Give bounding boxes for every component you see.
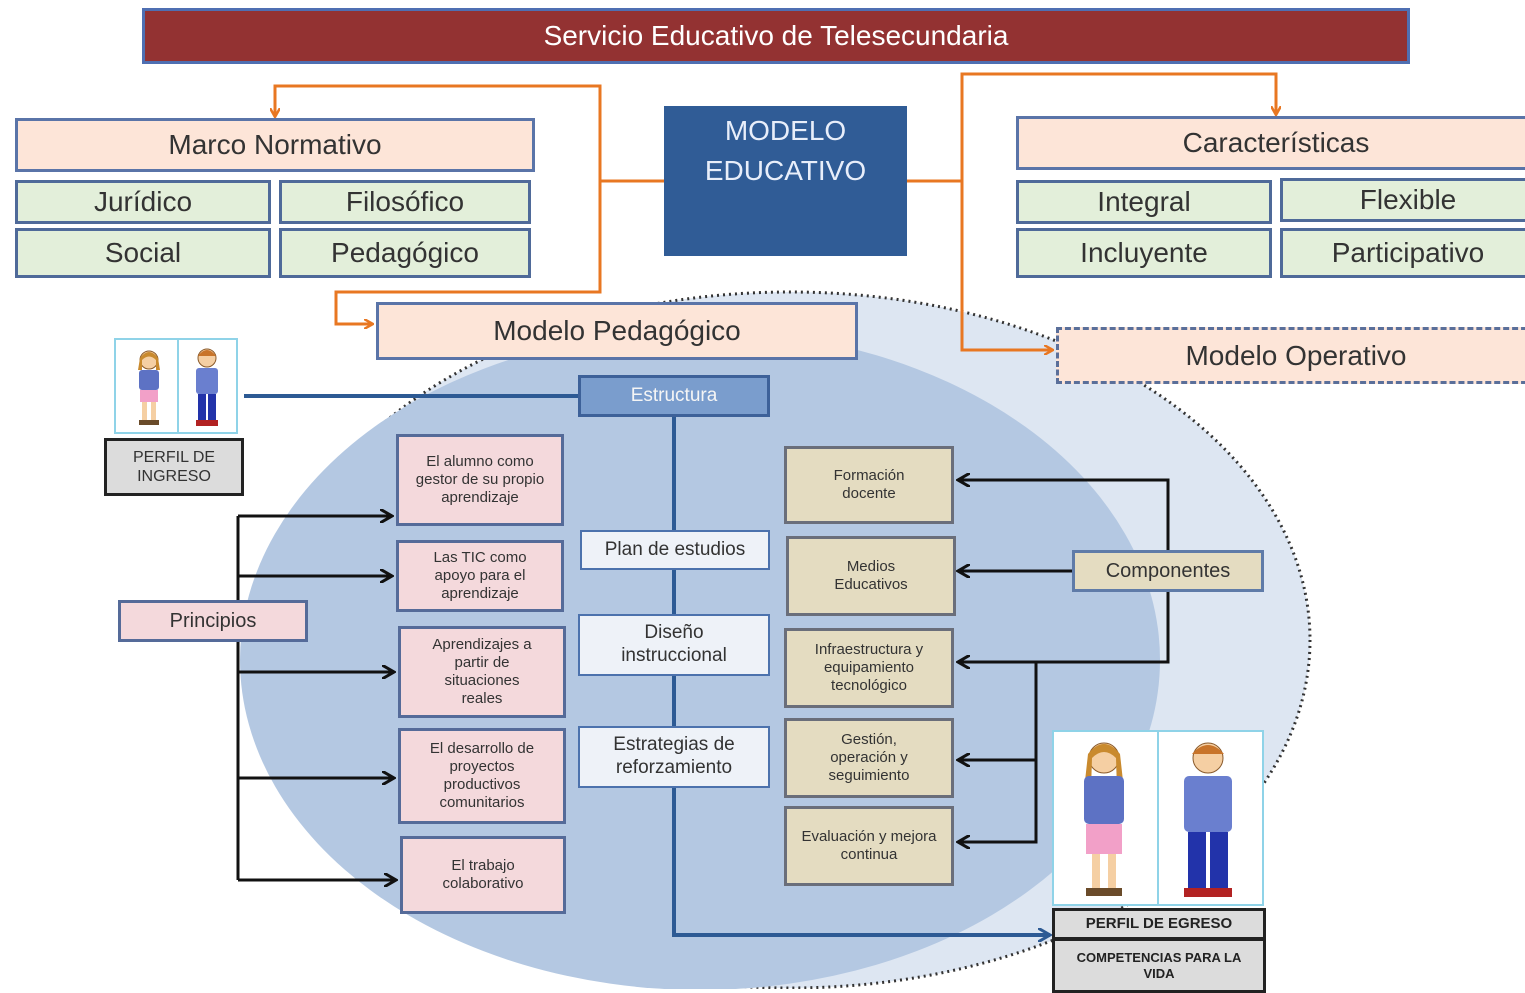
boy-figure-icon <box>196 348 218 426</box>
componente-item: Formación docente <box>784 446 954 524</box>
estructura-trunk <box>672 417 1050 935</box>
caracteristicas-header: Características <box>1016 116 1525 170</box>
modelo-educativo-line1: MODELO <box>724 115 847 146</box>
marco-item-social: Social <box>15 228 271 278</box>
girl-figure-icon <box>138 340 179 432</box>
componentes-box: Componentes <box>1072 550 1264 592</box>
marco-normativo-header: Marco Normativo <box>15 118 535 172</box>
connector-to-operativo <box>960 181 1052 350</box>
principio-item: El alumno como gestor de su propio apren… <box>396 434 564 526</box>
estructura-diseno-instruccional: Diseño instruccional <box>578 614 770 676</box>
connector-to-pedagogico <box>334 181 602 324</box>
componente-item: Medios Educativos <box>786 536 956 616</box>
caracteristica-incluyente: Incluyente <box>1016 228 1272 278</box>
estructura-box: Estructura <box>578 375 770 417</box>
componente-item: Evaluación y mejora continua <box>784 806 954 886</box>
modelo-educativo-line2: EDUCATIVO <box>704 154 867 186</box>
componente-item: Gestión, operación y seguimiento <box>784 718 954 798</box>
caracteristica-flexible: Flexible <box>1280 178 1525 222</box>
principio-item: El trabajo colaborativo <box>400 836 566 914</box>
perfil-egreso-figures <box>1052 730 1264 906</box>
estructura-plan-estudios: Plan de estudios <box>580 530 770 570</box>
componentes-arrows <box>958 480 1170 842</box>
girl-figure-icon <box>1084 732 1232 904</box>
connector-to-marco <box>275 84 664 183</box>
componente-item: Infraestructura y equipamiento tecnológi… <box>784 628 954 708</box>
marco-item-filosofico: Filosófico <box>279 180 531 224</box>
estructura-estrategias: Estrategias de reforzamiento <box>578 726 770 788</box>
modelo-operativo-box: Modelo Operativo <box>1056 327 1525 384</box>
principio-item: Las TIC como apoyo para el aprendizaje <box>396 540 564 612</box>
principio-item: Aprendizajes a partir de situaciones rea… <box>398 626 566 718</box>
principio-item: El desarrollo de proyectos productivos c… <box>398 728 566 824</box>
perfil-ingreso-figures <box>114 338 238 434</box>
caracteristica-participativo: Participativo <box>1280 228 1525 278</box>
page-title: Servicio Educativo de Telesecundaria <box>142 8 1410 64</box>
modelo-educativo-box: MODELO EDUCATIVO <box>664 106 907 256</box>
modelo-pedagogico-box: Modelo Pedagógico <box>376 302 858 360</box>
perfil-egreso-label: PERFIL DE EGRESO <box>1052 908 1266 940</box>
connector-to-caracteristicas <box>907 72 1276 183</box>
principios-box: Principios <box>118 600 308 642</box>
perfil-ingreso-label: PERFIL DE INGRESO <box>104 438 244 496</box>
marco-item-pedagogico: Pedagógico <box>279 228 531 278</box>
caracteristica-integral: Integral <box>1016 180 1272 224</box>
marco-item-juridico: Jurídico <box>15 180 271 224</box>
competencias-label: COMPETENCIAS PARA LA VIDA <box>1052 938 1266 993</box>
